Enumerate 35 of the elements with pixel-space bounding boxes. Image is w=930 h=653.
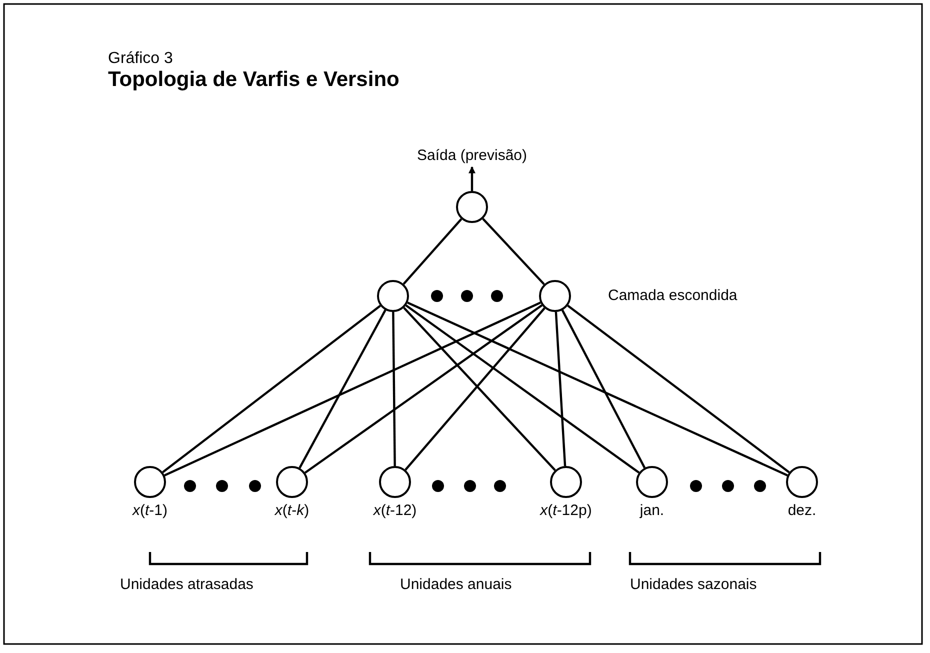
connection-line — [561, 310, 646, 468]
arrow — [468, 166, 476, 191]
input-label: x(t-12) — [372, 502, 418, 519]
figure-number: Gráfico 3 — [108, 50, 173, 68]
input-label: x(t-k) — [274, 502, 310, 519]
neuron-circle — [550, 466, 582, 498]
layer-label: Camada escondida — [608, 287, 738, 304]
group-label: Unidades anuais — [400, 576, 512, 593]
group-label: Unidades sazonais — [630, 576, 757, 593]
connection-line — [164, 302, 541, 476]
input-label: jan. — [638, 502, 666, 519]
input-label: x(t-12p) — [538, 502, 593, 519]
connection-line — [407, 302, 788, 476]
connection-line — [392, 312, 396, 466]
connection-line — [162, 304, 381, 474]
title: Topologia de Varfis e Versino — [108, 68, 400, 92]
neuron-circle — [636, 466, 668, 498]
neuron-circle — [539, 280, 571, 312]
neuron-circle — [377, 280, 409, 312]
neuron-circle — [786, 466, 818, 498]
output-label: Saída (previsão) — [407, 145, 537, 167]
connection-line — [482, 218, 545, 286]
input-label: x(t-1) — [131, 502, 168, 519]
neuron-circle — [456, 191, 488, 223]
connection-line — [298, 310, 386, 468]
neuron-circle — [134, 466, 166, 498]
connection-line — [567, 304, 790, 474]
connection-line — [304, 304, 543, 474]
connection-line — [405, 304, 640, 474]
connection-line — [554, 312, 566, 466]
connection-line — [402, 218, 462, 285]
neuron-circle — [276, 466, 308, 498]
input-label: dez. — [786, 502, 818, 519]
group-label: Unidades atrasadas — [120, 576, 254, 593]
neuron-circle — [379, 466, 411, 498]
